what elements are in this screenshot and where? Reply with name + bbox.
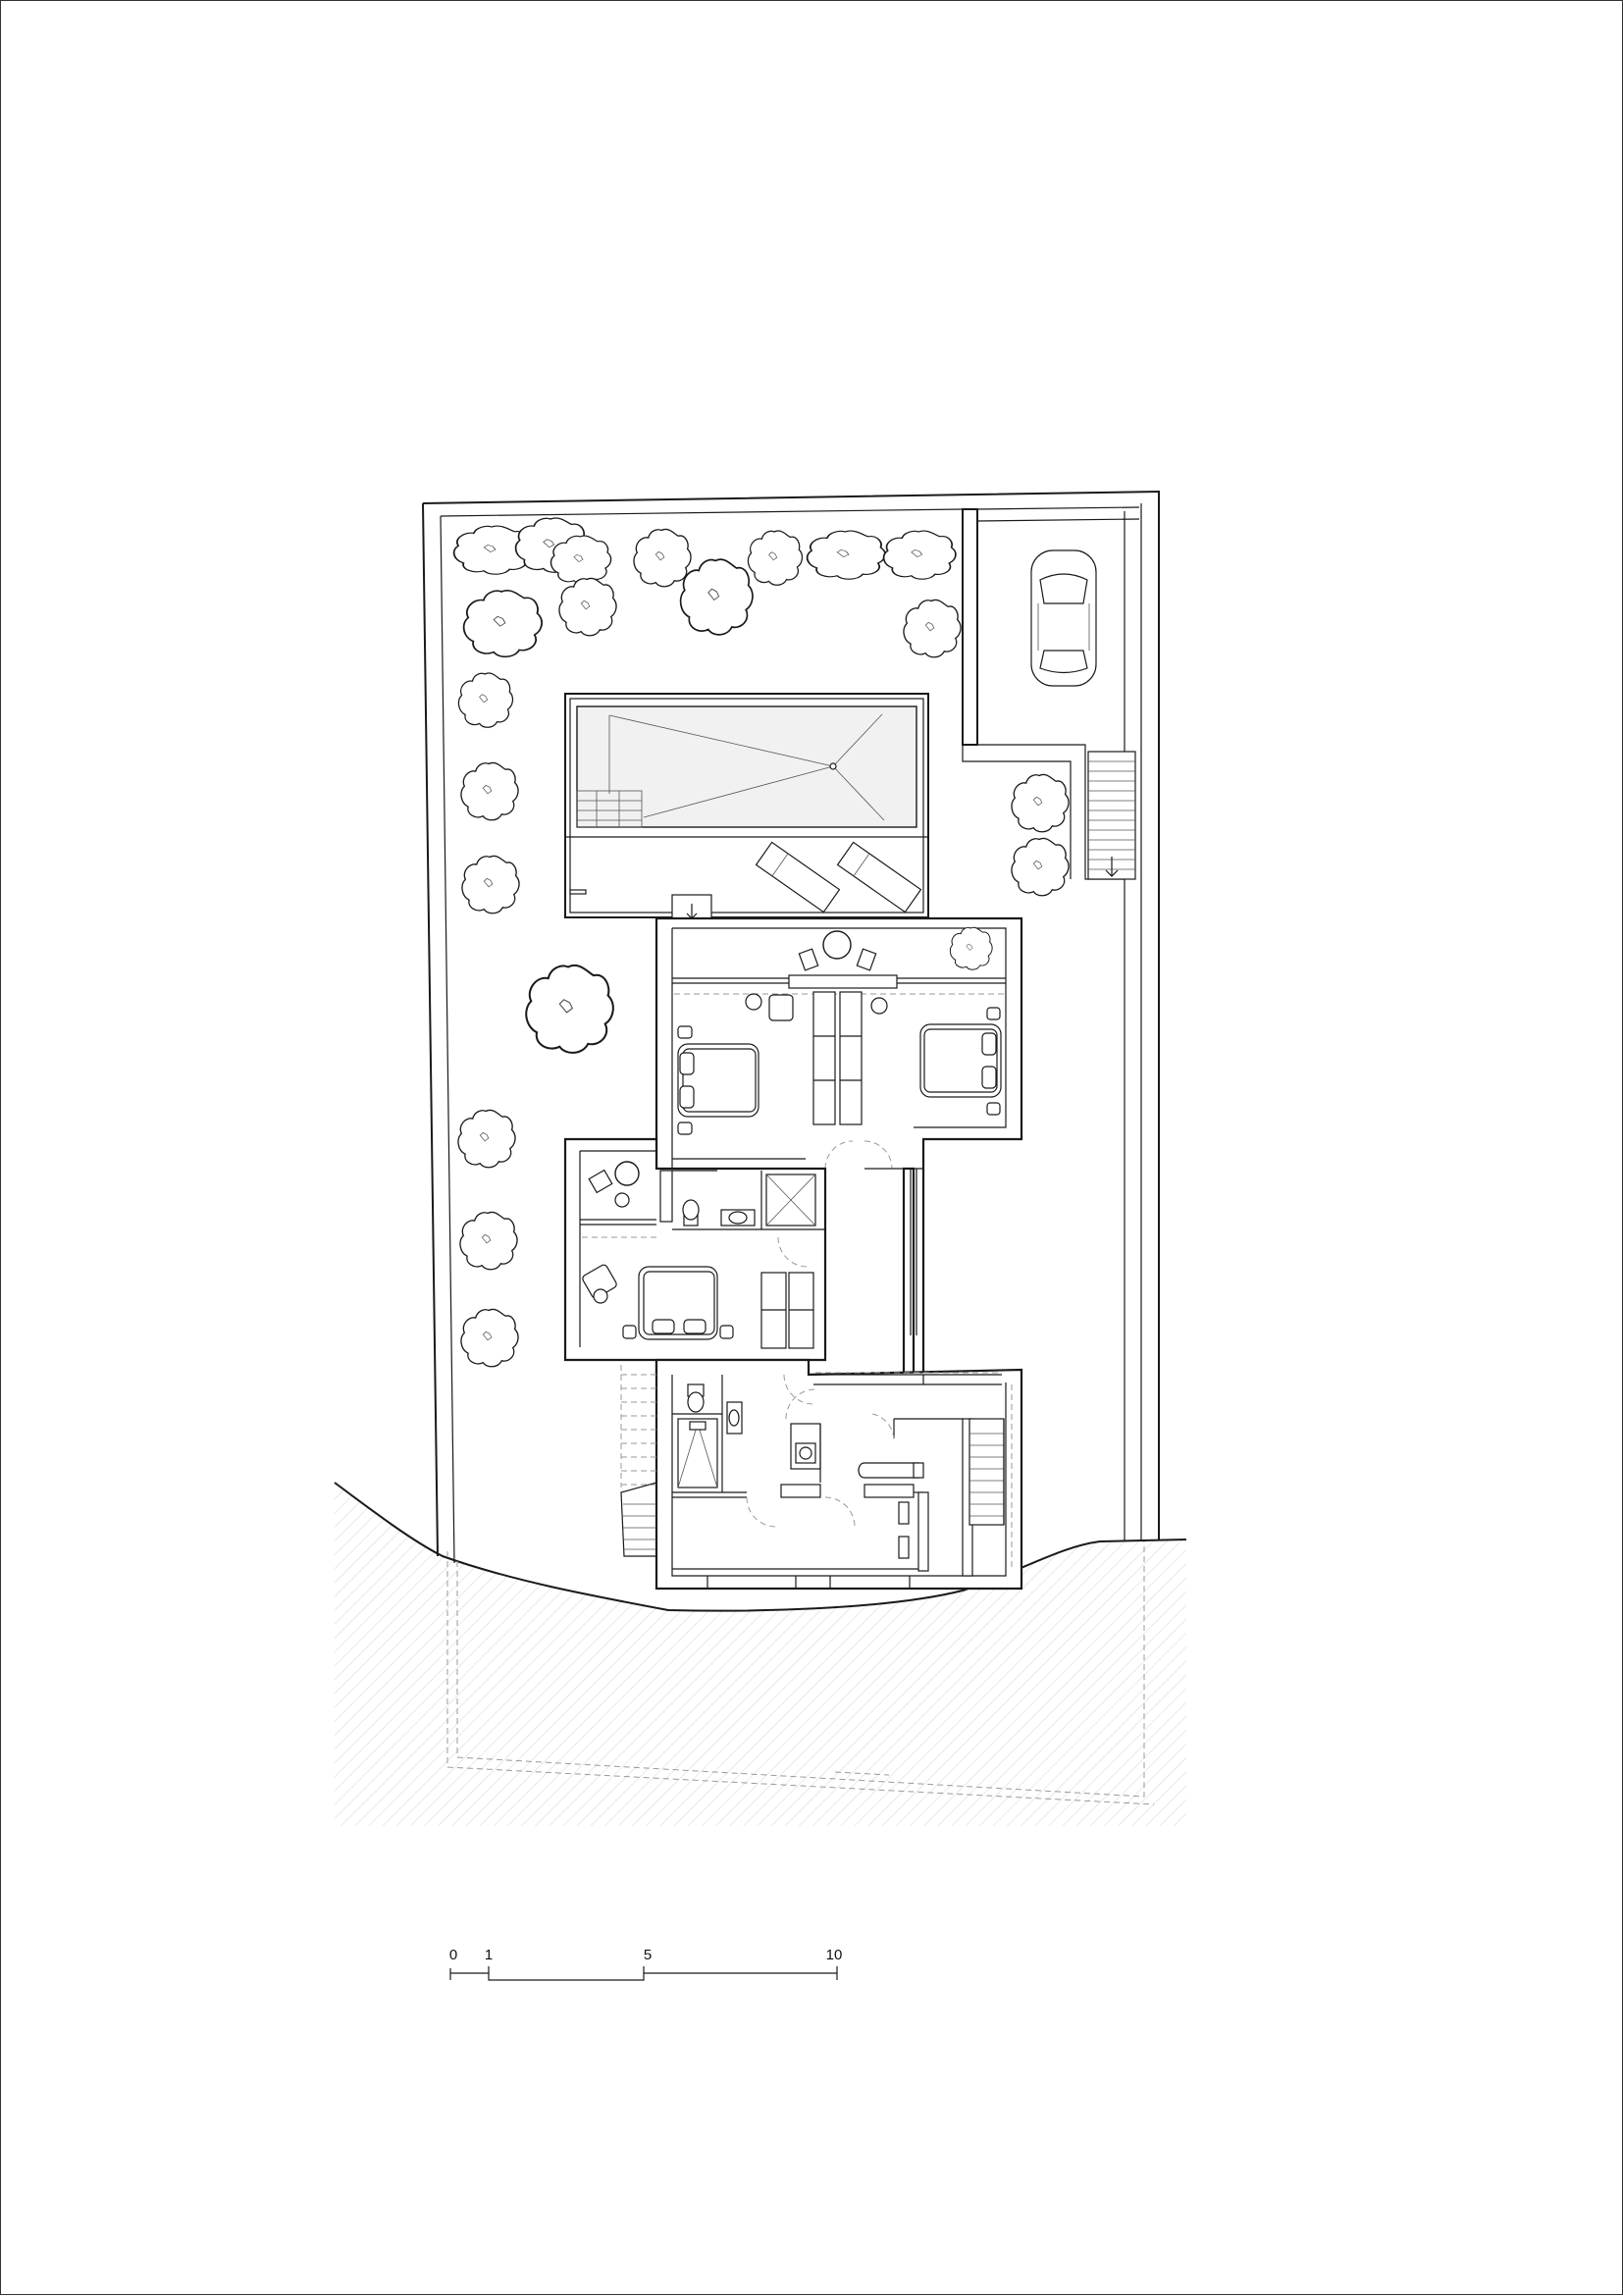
tree-icon [679, 558, 754, 636]
tree-icon [459, 1211, 518, 1271]
wardrobe [760, 1272, 814, 1349]
scale-bar [449, 1966, 838, 1981]
ground-hatch [335, 1483, 1186, 1826]
pool-water [576, 705, 917, 828]
exterior-stair-west [620, 1365, 657, 1557]
tree-icon [461, 855, 520, 914]
building-middle [563, 1137, 827, 1362]
tree-icon [550, 535, 612, 585]
toilet-icon [682, 1199, 700, 1226]
tree-icon [462, 589, 544, 658]
scale-label-10: 10 [825, 1947, 843, 1963]
exterior-stair-east [1087, 751, 1136, 880]
bed-icon [677, 1025, 759, 1135]
sunbed-icon [755, 841, 841, 913]
tree-icon [558, 577, 617, 637]
bed-icon [622, 1266, 734, 1340]
scale-label-1: 1 [484, 1947, 494, 1963]
tree-icon [633, 528, 692, 588]
tree-icon [525, 964, 614, 1054]
tree-icon [460, 1308, 519, 1368]
tree-icon [460, 761, 519, 821]
tree-icon [457, 1109, 516, 1169]
tree-icon [903, 599, 962, 658]
tree-icon [457, 672, 514, 728]
tree-icon [1011, 837, 1070, 897]
bed-icon [919, 1007, 1002, 1116]
site-boundary [422, 490, 1160, 1564]
tree-icon [882, 530, 957, 581]
car-icon [1030, 549, 1097, 687]
tree-icon [1011, 773, 1070, 833]
sunbed-icon [836, 841, 922, 913]
tree-icon [747, 530, 804, 586]
toilet-icon [687, 1383, 705, 1413]
sink-icon [720, 1209, 756, 1226]
pool [564, 693, 929, 925]
building-lower [654, 1358, 1023, 1591]
sink-icon [795, 1442, 816, 1464]
corridor-glazing [910, 1169, 917, 1335]
wardrobe [812, 991, 863, 1125]
tree-icon [806, 530, 887, 581]
bathtub-icon [858, 1462, 924, 1479]
sink-icon [726, 1401, 743, 1435]
scale-label-5: 5 [643, 1947, 653, 1963]
scale-label-0: 0 [448, 1947, 458, 1963]
lower-level-outline [456, 1541, 1145, 1798]
